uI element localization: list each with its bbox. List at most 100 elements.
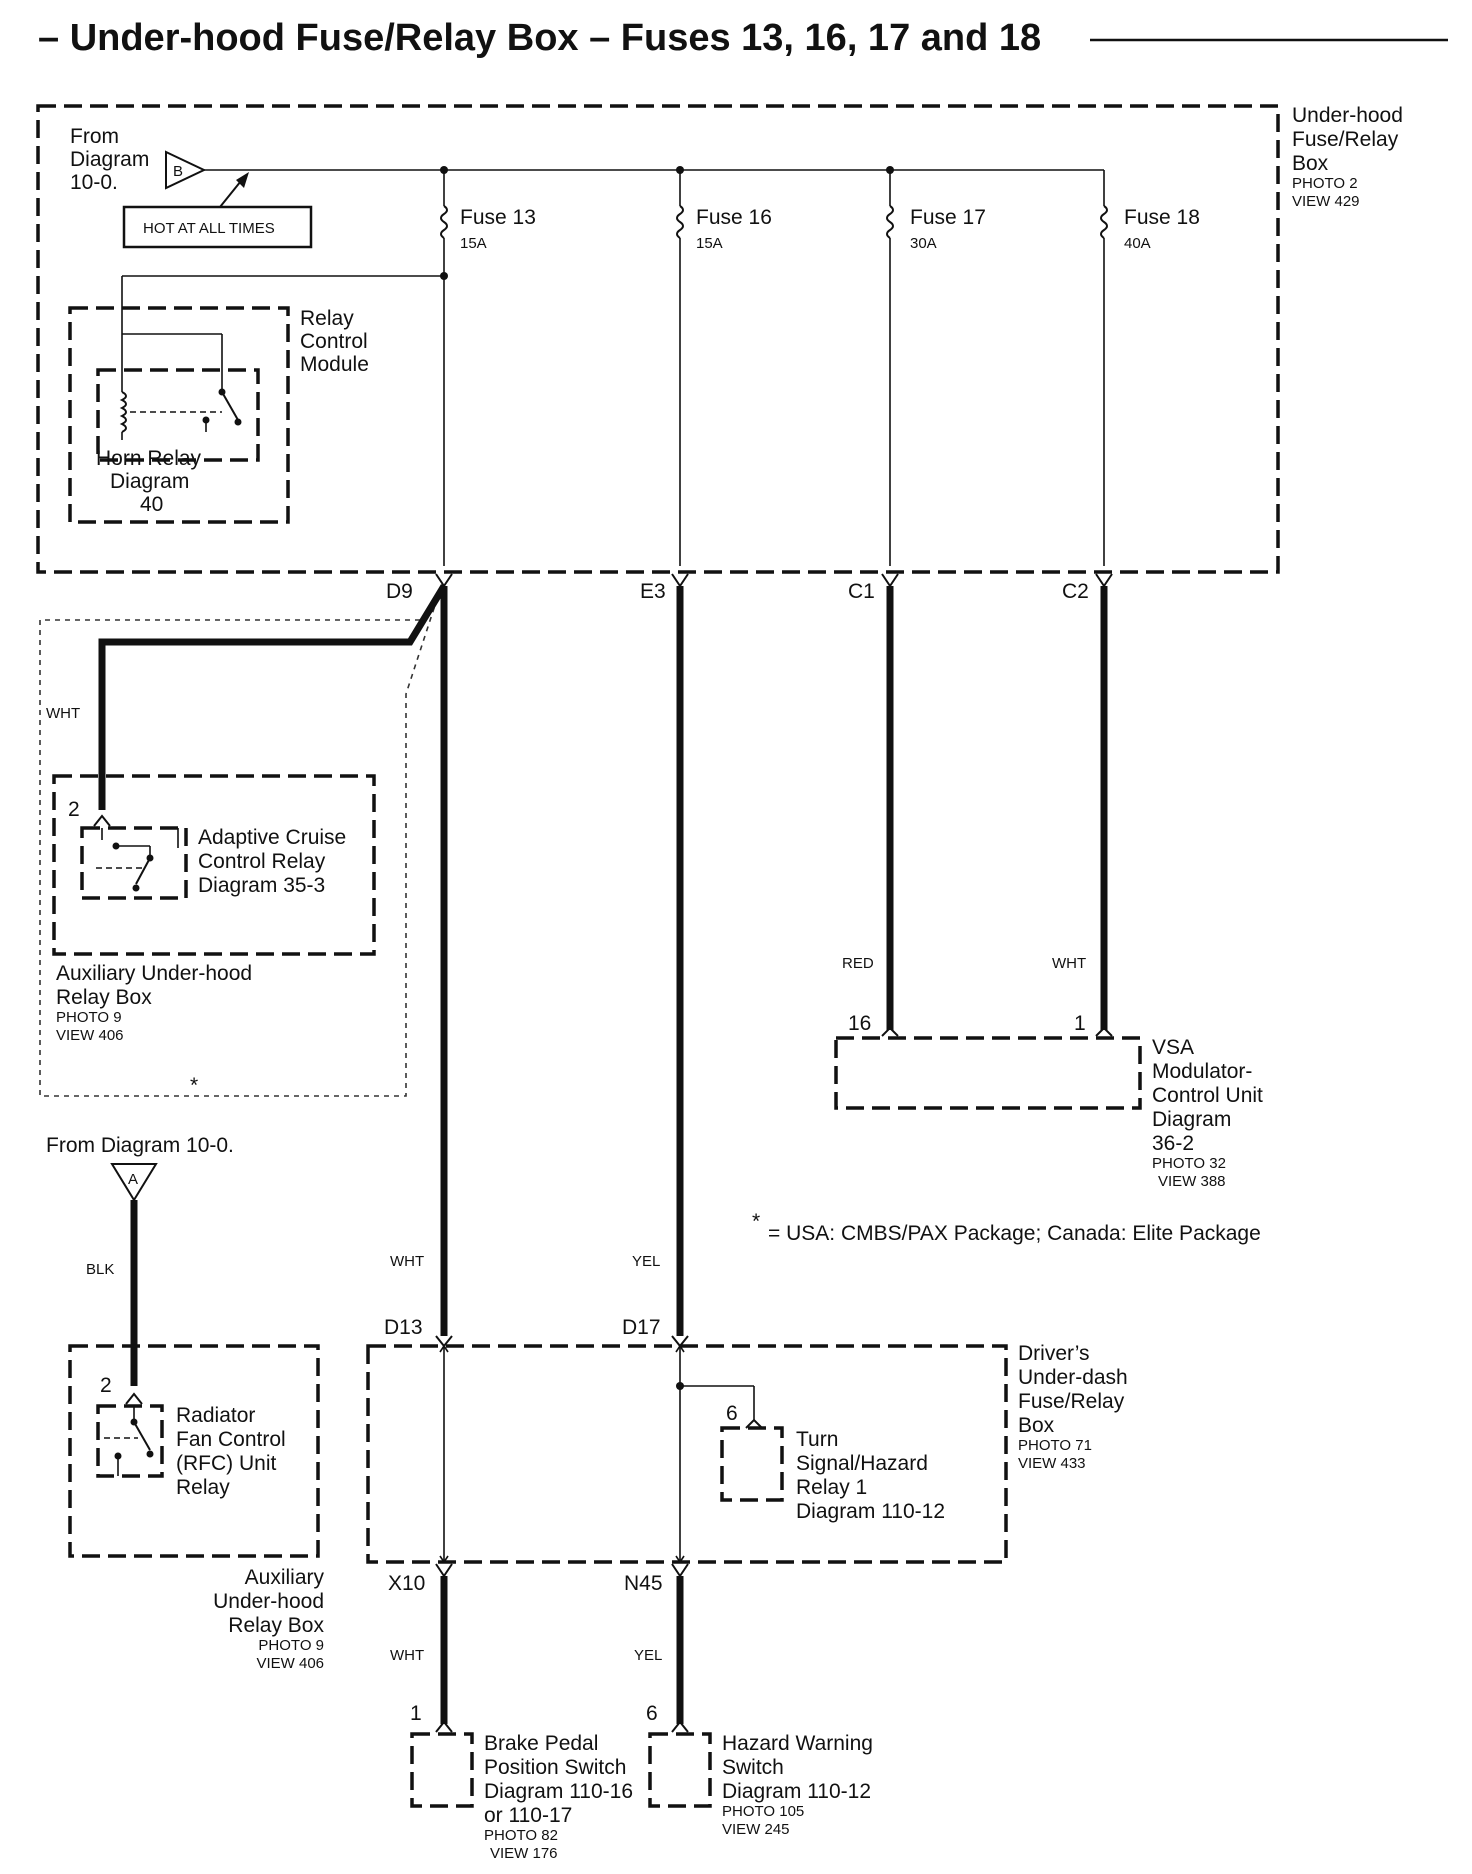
source-b-label: From Diagram 10-0. bbox=[70, 125, 149, 194]
svg-text:Diagram: Diagram bbox=[110, 470, 189, 493]
passthrough-d17-arrows bbox=[675, 1344, 685, 1564]
svg-text:Module: Module bbox=[300, 353, 369, 376]
fuse-16: Fuse 16 15A bbox=[676, 170, 772, 566]
svg-text:VIEW 433: VIEW 433 bbox=[1018, 1455, 1086, 1472]
svg-text:40: 40 bbox=[140, 493, 163, 516]
svg-text:(RFC) Unit: (RFC) Unit bbox=[176, 1452, 276, 1475]
svg-text:Radiator: Radiator bbox=[176, 1404, 255, 1427]
fuse-18-name: Fuse 18 bbox=[1124, 206, 1200, 229]
relay-control-module-label: Relay Control Module bbox=[300, 307, 369, 376]
svg-text:10-0.: 10-0. bbox=[70, 171, 118, 194]
pin-1-connector bbox=[1095, 1026, 1113, 1037]
aux-relay-box-acc-label: Auxiliary Under-hood Relay Box PHOTO 9 V… bbox=[56, 962, 252, 1097]
vsa-pin-1: 1 bbox=[1074, 1012, 1086, 1035]
svg-text:Adaptive Cruise: Adaptive Cruise bbox=[198, 826, 346, 849]
svg-text:Diagram 110-12: Diagram 110-12 bbox=[796, 1500, 945, 1523]
hot-pointer-arrow bbox=[236, 172, 249, 188]
brake-switch-label: Brake Pedal Position Switch Diagram 110-… bbox=[484, 1732, 633, 1862]
svg-text:E3: E3 bbox=[640, 580, 666, 603]
svg-text:N45: N45 bbox=[624, 1572, 663, 1595]
turn-signal-relay-box bbox=[720, 1426, 784, 1502]
svg-text:Driver’s: Driver’s bbox=[1018, 1342, 1090, 1365]
svg-text:Relay Box: Relay Box bbox=[228, 1614, 324, 1637]
svg-text:Control: Control bbox=[300, 330, 368, 353]
drivers-box-label: Driver’s Under-dash Fuse/Relay Box PHOTO… bbox=[1018, 1342, 1128, 1472]
svg-text:PHOTO 2: PHOTO 2 bbox=[1292, 175, 1358, 192]
underhood-fuse-box bbox=[36, 104, 1280, 574]
svg-text:Relay: Relay bbox=[300, 307, 354, 330]
svg-text:VIEW 429: VIEW 429 bbox=[1292, 193, 1360, 210]
svg-text:D9: D9 bbox=[386, 580, 413, 603]
turn-signal-relay-label: Turn Signal/Hazard Relay 1 Diagram 110-1… bbox=[796, 1428, 945, 1523]
hazard-switch-connector bbox=[671, 1720, 689, 1733]
fuse-17-rating: 30A bbox=[910, 235, 937, 252]
horn-relay-label: Horn Relay Diagram 40 bbox=[96, 447, 202, 516]
svg-text:VIEW 406: VIEW 406 bbox=[256, 1655, 324, 1672]
wire-color-n45: YEL bbox=[634, 1647, 662, 1664]
footnote-text: = USA: CMBS/PAX Package; Canada: Elite P… bbox=[768, 1222, 1261, 1245]
svg-text:X10: X10 bbox=[388, 1572, 425, 1595]
aux-relay-box-rfc-label: Auxiliary Under-hood Relay Box PHOTO 9 V… bbox=[213, 1566, 324, 1672]
wire-color-c1: RED bbox=[842, 955, 874, 972]
relay-control-module bbox=[68, 306, 290, 524]
svg-text:VSA: VSA bbox=[1152, 1036, 1194, 1059]
turn-relay-connector bbox=[745, 1418, 763, 1429]
fuse-16-rating: 15A bbox=[696, 235, 723, 252]
svg-text:36-2: 36-2 bbox=[1152, 1132, 1194, 1155]
svg-text:C2: C2 bbox=[1062, 580, 1089, 603]
svg-text:Diagram: Diagram bbox=[1152, 1108, 1231, 1131]
connector-a-letter: A bbox=[128, 1171, 138, 1188]
wire-color-d9: WHT bbox=[390, 1253, 424, 1270]
acc-relay-icon bbox=[96, 828, 179, 892]
svg-text:PHOTO 32: PHOTO 32 bbox=[1152, 1155, 1226, 1172]
svg-text:PHOTO 9: PHOTO 9 bbox=[56, 1009, 122, 1026]
svg-text:PHOTO 105: PHOTO 105 bbox=[722, 1803, 804, 1820]
svg-text:Fan Control: Fan Control bbox=[176, 1428, 286, 1451]
svg-text:PHOTO 82: PHOTO 82 bbox=[484, 1827, 558, 1844]
svg-text:Diagram 35-3: Diagram 35-3 bbox=[198, 874, 325, 897]
hazard-switch-pin: 6 bbox=[646, 1702, 658, 1725]
fuse-17-name: Fuse 17 bbox=[910, 206, 986, 229]
svg-text:*: * bbox=[190, 1074, 198, 1097]
wire-color-x10: WHT bbox=[390, 1647, 424, 1664]
svg-text:Fuse/Relay: Fuse/Relay bbox=[1292, 128, 1399, 151]
svg-text:D17: D17 bbox=[622, 1316, 661, 1339]
fuse-18-rating: 40A bbox=[1124, 235, 1151, 252]
wire-color-rfc: BLK bbox=[86, 1261, 114, 1278]
fuse-13-rating: 15A bbox=[460, 235, 487, 252]
svg-text:VIEW 176: VIEW 176 bbox=[490, 1845, 558, 1862]
turn-relay-pin: 6 bbox=[726, 1402, 738, 1425]
svg-text:From: From bbox=[70, 125, 119, 148]
hazard-switch-label: Hazard Warning Switch Diagram 110-12 PHO… bbox=[722, 1732, 873, 1838]
horn-relay-box bbox=[96, 368, 260, 462]
svg-text:Relay 1: Relay 1 bbox=[796, 1476, 867, 1499]
svg-text:Modulator-: Modulator- bbox=[1152, 1060, 1252, 1083]
vsa-unit bbox=[834, 1036, 1142, 1110]
pin-rfc-connector bbox=[125, 1392, 143, 1405]
rfc-relay-box bbox=[96, 1404, 164, 1478]
pin-rfc: 2 bbox=[100, 1374, 112, 1397]
svg-text:Relay: Relay bbox=[176, 1476, 230, 1499]
svg-text:Box: Box bbox=[1292, 152, 1329, 175]
connector-b-letter: B bbox=[173, 163, 183, 180]
aux-relay-box-acc bbox=[52, 774, 376, 956]
svg-text:Box: Box bbox=[1018, 1414, 1055, 1437]
svg-text:C1: C1 bbox=[848, 580, 875, 603]
wire-acc-relay bbox=[98, 584, 447, 810]
svg-text:PHOTO 9: PHOTO 9 bbox=[258, 1637, 324, 1654]
acc-relay-box bbox=[80, 826, 188, 900]
connector-b-icon bbox=[165, 150, 207, 190]
brake-pedal-switch-box bbox=[410, 1732, 474, 1808]
wire-color-acc: WHT bbox=[46, 705, 80, 722]
svg-text:Fuse/Relay: Fuse/Relay bbox=[1018, 1390, 1125, 1413]
fuse-13: Fuse 13 15A bbox=[440, 170, 536, 566]
vsa-label: VSA Modulator- Control Unit Diagram 36-2… bbox=[1152, 1036, 1263, 1190]
svg-text:PHOTO 71: PHOTO 71 bbox=[1018, 1437, 1092, 1454]
svg-text:Diagram 110-12: Diagram 110-12 bbox=[722, 1780, 871, 1803]
page-title: – Under-hood Fuse/Relay Box – Fuses 13, … bbox=[38, 17, 1041, 59]
svg-text:Turn: Turn bbox=[796, 1428, 838, 1451]
drivers-underdash-box bbox=[366, 1344, 1008, 1564]
svg-text:D13: D13 bbox=[384, 1316, 423, 1339]
svg-text:VIEW 388: VIEW 388 bbox=[1158, 1173, 1226, 1190]
vsa-pin-16: 16 bbox=[848, 1012, 871, 1035]
